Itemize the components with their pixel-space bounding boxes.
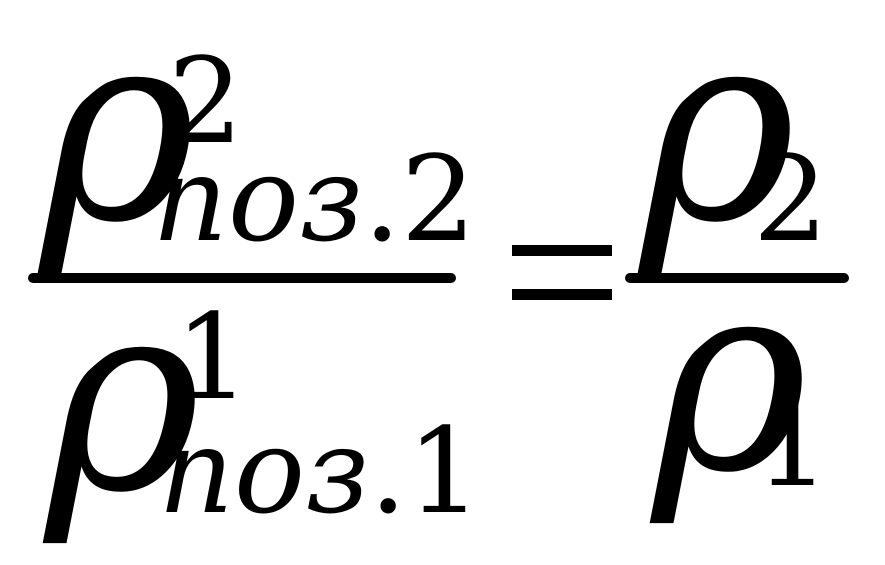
left-denominator-subscript-italic: поз (158, 402, 370, 540)
right-denominator-subscript: 1 (755, 375, 831, 513)
left-fraction-bar (28, 273, 456, 283)
left-denominator-subscript: поз.1 (158, 412, 482, 530)
left-denominator-rho: ρ (45, 243, 201, 551)
left-numerator-rho: ρ (40, 0, 196, 281)
right-numerator-subscript: 2 (753, 130, 829, 268)
left-numerator-subscript-italic: поз (152, 130, 364, 268)
right-fraction-bar (625, 273, 849, 283)
equals-sign-top (512, 245, 612, 256)
equals-sign-bottom (512, 289, 612, 300)
left-denominator-superscript: 1 (175, 288, 251, 426)
right-numerator-rho: ρ (640, 0, 796, 281)
left-numerator-superscript: 2 (168, 32, 244, 170)
left-numerator-subscript-upright: .2 (363, 130, 476, 268)
left-denominator-subscript-upright: .1 (369, 402, 482, 540)
right-denominator-rho: ρ (652, 223, 808, 531)
left-numerator-subscript: поз.2 (152, 140, 476, 258)
